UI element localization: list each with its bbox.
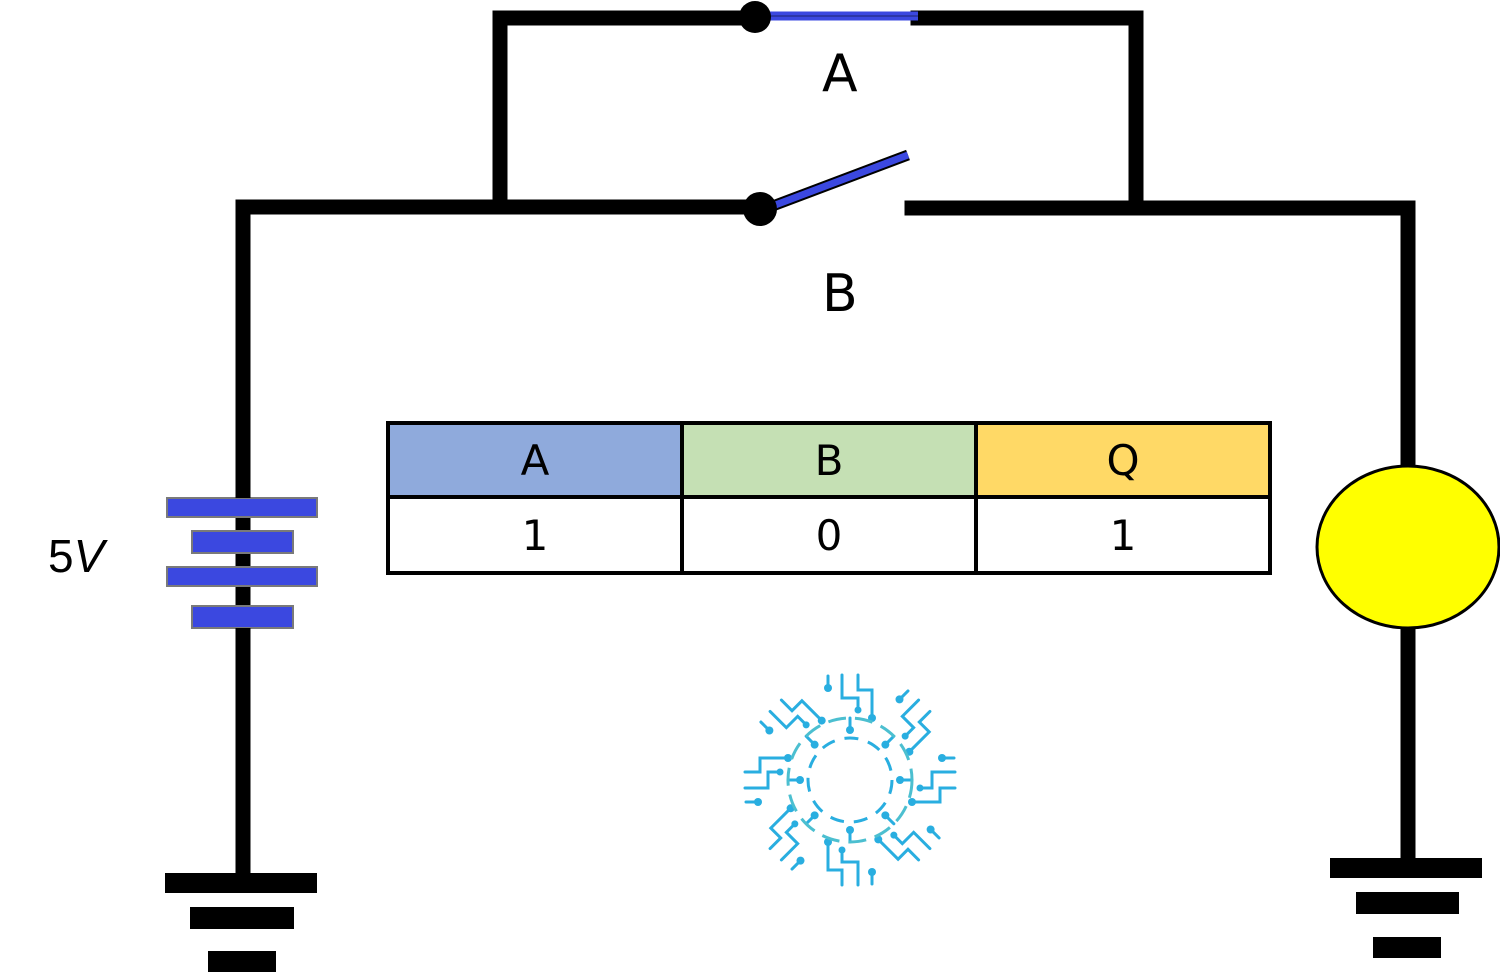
wire-top-left: [492, 10, 763, 208]
switch-b[interactable]: [743, 149, 910, 226]
circuit-gear-logo: [743, 673, 957, 887]
truth-table-header-row: A B Q: [386, 421, 1272, 499]
ground-icon-left: [165, 873, 317, 972]
cell-q: 1: [974, 495, 1272, 575]
table-row: 1 0 1: [386, 495, 1272, 575]
header-a: A: [386, 421, 684, 499]
cell-b: 0: [680, 495, 978, 575]
battery-icon: [166, 497, 318, 629]
switch-b-pivot: [743, 192, 777, 226]
supply-voltage-value: 5: [48, 530, 74, 582]
switch-a[interactable]: [739, 1, 918, 33]
ground-icon-right: [1330, 858, 1482, 958]
cell-a: 1: [386, 495, 684, 575]
truth-table: A B Q 1 0 1: [386, 421, 1272, 575]
switch-a-pivot: [739, 1, 771, 33]
header-q: Q: [974, 421, 1272, 499]
supply-voltage-label: 5V: [48, 533, 104, 579]
header-b: B: [680, 421, 978, 499]
wire-main-right: [904, 200, 1416, 478]
supply-voltage-unit: V: [73, 530, 105, 582]
switch-b-label: B: [822, 264, 858, 324]
wire-top-right: [910, 10, 1144, 216]
switch-a-label: A: [822, 44, 858, 104]
lamp-icon: [1315, 464, 1500, 630]
